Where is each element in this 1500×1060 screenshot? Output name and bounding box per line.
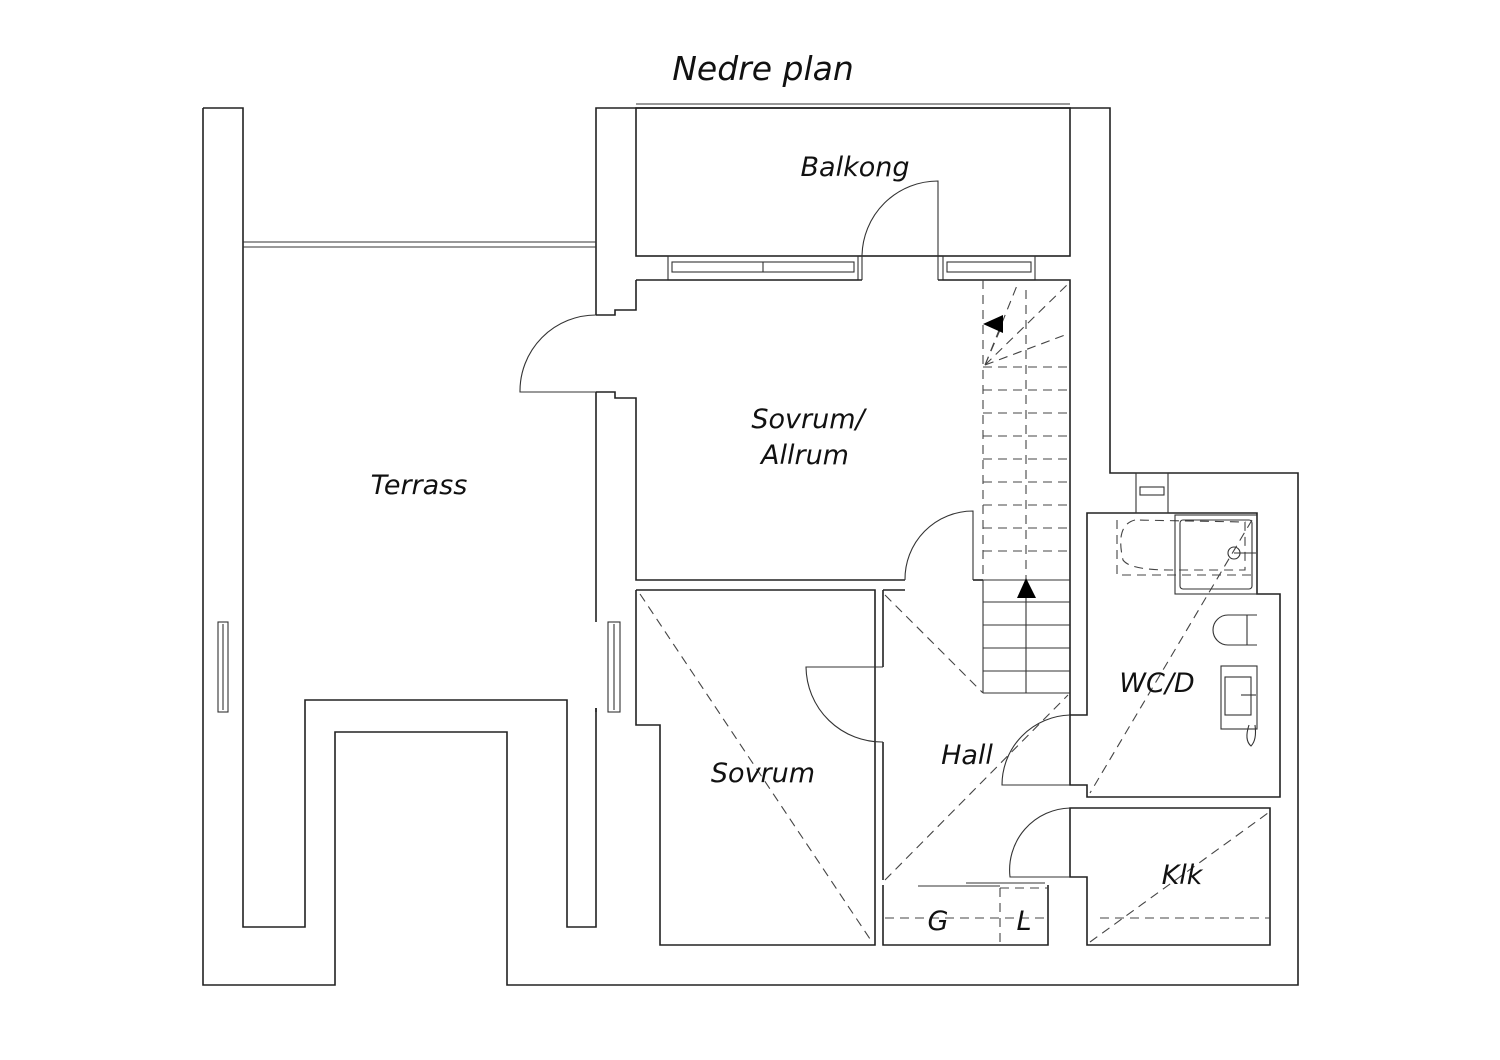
label-sovrum: Sovrum [711,758,815,789]
terrace-door[interactable] [519,314,597,393]
label-l: L [1016,906,1031,937]
sink-icon [1220,665,1258,747]
wc-door[interactable] [1001,714,1071,786]
label-balkong: Balkong [801,152,910,183]
room-sovrum [635,589,876,946]
exterior-walls [202,107,1299,986]
label-sovrum-allrum-line1: Sovrum/ [751,404,867,435]
room-hall [882,589,1069,946]
klk-door[interactable] [1009,807,1071,878]
stair-arrow-up-icon [1017,578,1036,598]
closets-g-l [885,882,1048,943]
sovrum-door[interactable] [805,666,884,743]
label-sovrum-allrum-line2: Allrum [759,440,849,471]
label-hall: Hall [941,740,993,771]
stair-arrow-left-icon [983,315,1003,333]
wc-diagonal [1089,519,1253,794]
balcony-door[interactable] [861,180,939,280]
room-sovrum-allrum [596,279,1071,715]
balcony-windows [667,255,1036,281]
shower [1174,514,1258,595]
label-terrass: Terrass [371,470,468,501]
label-g: G [928,906,949,937]
window-terrace-left [217,621,229,713]
bathtub [1116,519,1252,576]
staircase [982,280,1071,694]
terrace-railing [243,241,596,248]
sovrum-allrum-door[interactable] [904,510,974,581]
plan-title: Nedre plan [672,49,854,88]
window-sovrum-left [607,621,621,713]
label-klk: Klk [1162,860,1204,891]
room-klk [1069,807,1271,946]
toilet-icon [1212,614,1257,646]
label-wc-d: WC/D [1119,668,1194,699]
